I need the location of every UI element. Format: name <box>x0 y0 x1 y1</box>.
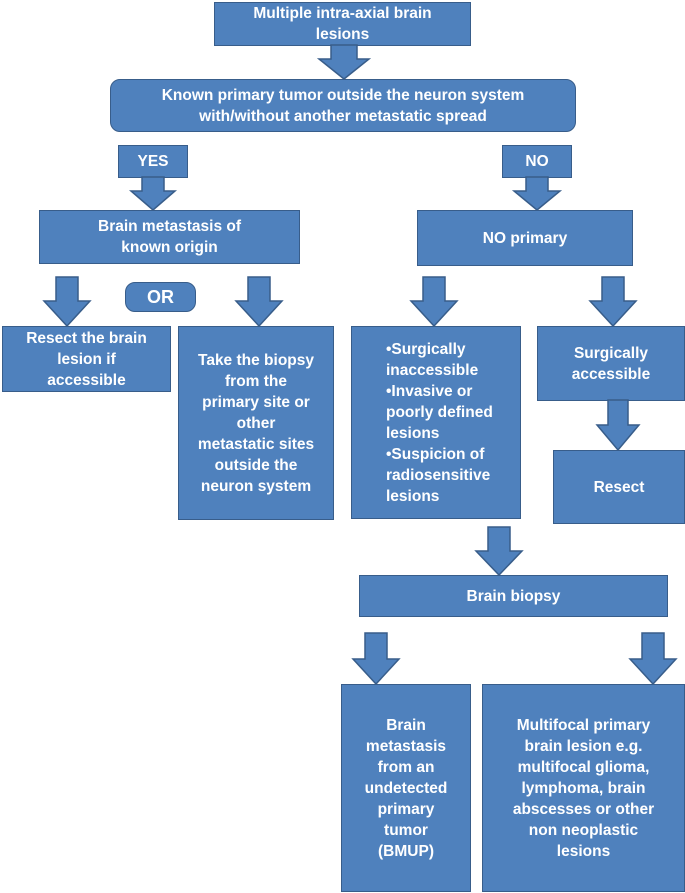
arrow-to-surgically-accessible <box>588 276 638 328</box>
arrow-to-take-biopsy <box>234 276 284 328</box>
arrow-to-resect <box>595 399 641 452</box>
node-or: OR <box>125 282 196 312</box>
node-no: NO <box>502 145 572 178</box>
node-resect-brain-lesion: Resect the brain lesion if accessible <box>2 326 171 392</box>
arrow-to-surgically-inaccessible <box>409 276 459 328</box>
node-surgically-accessible: Surgically accessible <box>537 326 685 401</box>
node-bmup: Brain metastasis from an undetected prim… <box>341 684 471 892</box>
node-brain-metastasis-known-origin: Brain metastasis of known origin <box>39 210 300 264</box>
node-surgically-inaccessible: •Surgically inaccessible •Invasive or po… <box>351 326 521 519</box>
arrow-to-brain-biopsy <box>474 526 524 577</box>
node-known-primary: Known primary tumor outside the neuron s… <box>110 79 576 132</box>
node-brain-biopsy: Brain biopsy <box>359 575 668 617</box>
arrow-to-multifocal <box>628 632 678 686</box>
arrow-to-bmup <box>351 632 401 686</box>
arrow-to-known-primary <box>316 44 372 80</box>
node-yes: YES <box>118 145 188 178</box>
node-multiple-lesions: Multiple intra-axial brain lesions <box>214 2 471 46</box>
node-no-primary: NO primary <box>417 210 633 266</box>
arrow-yes-to-brain-metastasis <box>128 176 178 211</box>
arrow-to-resect-brain-lesion <box>42 276 92 328</box>
node-take-biopsy: Take the biopsy from the primary site or… <box>178 326 334 520</box>
node-resect: Resect <box>553 450 685 524</box>
node-multifocal: Multifocal primary brain lesion e.g. mul… <box>482 684 685 892</box>
arrow-no-to-no-primary <box>511 176 563 211</box>
